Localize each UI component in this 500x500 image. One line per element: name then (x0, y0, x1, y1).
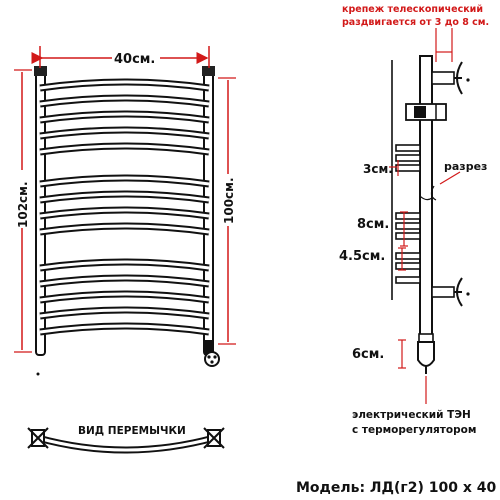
right-top-cap (202, 66, 215, 76)
rung-highlight (39, 292, 210, 302)
rung-highlight (39, 192, 210, 202)
dim-4-5cm-label: 4.5см. (339, 249, 385, 264)
rung-stub (395, 276, 421, 284)
rung-highlight (39, 112, 210, 122)
rung-highlight (39, 144, 210, 154)
side-annotations: крепеж телескопический раздвигается от 3… (339, 4, 489, 436)
rung-highlight (39, 324, 210, 334)
rung-stub (395, 262, 421, 270)
width-label: 40см. (114, 52, 155, 67)
rung-stub (395, 212, 421, 220)
left-top-cap (34, 66, 47, 76)
dimension-height-102: 102см. (14, 69, 32, 353)
dim-8cm-label: 8см. (357, 217, 389, 232)
cut-label: разрез (444, 160, 487, 173)
bottom-wall-mount (431, 277, 470, 307)
upper-connector (405, 103, 447, 121)
jumper-view: ВИД ПЕРЕМЫЧКИ (27, 425, 225, 454)
heater-label-1: электрический ТЭН (352, 409, 471, 421)
rung-highlight (39, 260, 210, 270)
height-100-label: 100см. (222, 177, 236, 224)
dim-3cm-label: 3см. (363, 162, 393, 176)
rung-highlight (39, 176, 210, 186)
rung-stub (395, 222, 421, 230)
mount-label-1: крепеж телескопический (342, 4, 483, 15)
mount-label-2: раздвигается от 3 до 8 см. (342, 17, 489, 28)
rung-stub (395, 232, 421, 240)
front-view (34, 66, 220, 376)
rung-stub (395, 144, 421, 152)
dimension-width: 40см. (31, 46, 210, 68)
dim-6cm-label: 6см. (352, 347, 384, 362)
height-102-label: 102см. (16, 181, 30, 228)
rung-stub (395, 164, 421, 172)
heater-fitting (204, 340, 220, 367)
dimension-height-100: 100см. (218, 77, 236, 345)
rungs-group (39, 78, 210, 336)
rung-highlight (39, 208, 210, 218)
rung-highlight (39, 128, 210, 138)
heater-element (417, 333, 435, 374)
jumper-view-label: ВИД ПЕРЕМЫЧКИ (78, 425, 186, 437)
rung-highlight (39, 224, 210, 234)
heater-label-2: с терморегулятором (352, 424, 476, 436)
side-view (391, 55, 470, 374)
top-wall-mount (431, 61, 470, 95)
rung-highlight (39, 276, 210, 286)
rung-stub (395, 252, 421, 260)
rung-highlight (39, 308, 210, 318)
rung-stub (395, 154, 421, 162)
rung-stubs (395, 144, 421, 284)
rung-highlight (39, 80, 210, 90)
rung-highlight (39, 96, 210, 106)
model-caption: Модель: ЛД(г2) 100 х 40 (296, 480, 496, 496)
